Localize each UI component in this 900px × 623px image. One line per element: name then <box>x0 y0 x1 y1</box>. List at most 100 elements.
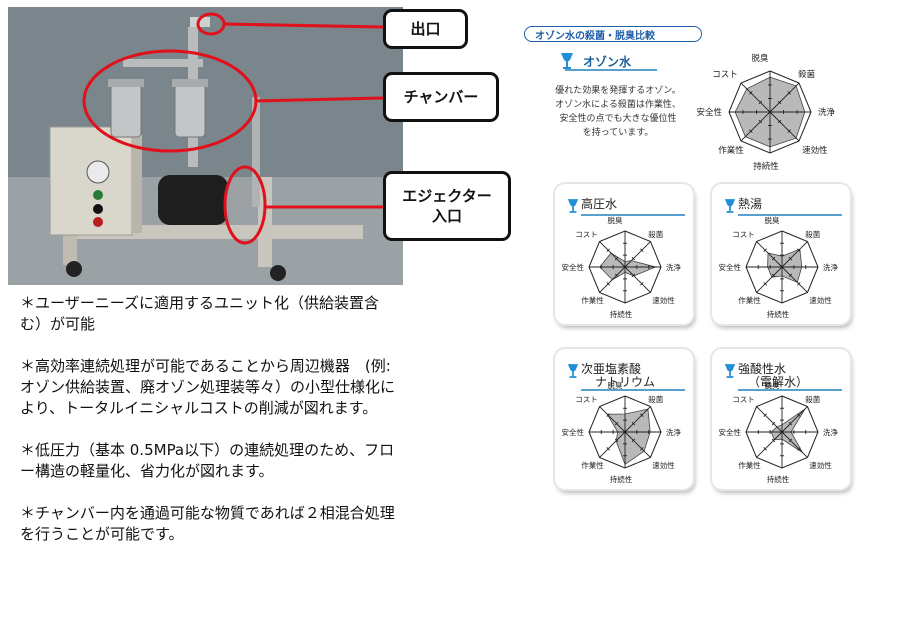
radar-tick <box>771 273 776 278</box>
card-title-line: ナトリウム <box>595 375 656 389</box>
radar-axis-label: 殺菌 <box>805 394 820 404</box>
feature-item-unit: ＊ユーザーニーズに適用するユニット化（供給装置含む）が可能 <box>20 294 379 333</box>
radar-tick <box>758 100 763 105</box>
outlet-callout: 出口 <box>383 9 468 49</box>
ozone-desc-line: を持っています。 <box>582 128 654 138</box>
card-title-line: （電解水） <box>748 375 809 389</box>
radar-axis-label: 作業性 <box>738 295 761 305</box>
radar-tick <box>797 282 801 286</box>
radar-axis-label: 洗浄 <box>823 262 838 272</box>
card-title: 強酸性水 （電解水） <box>738 363 842 391</box>
radar-axis-label: 殺菌 <box>798 69 815 80</box>
feature-item-low-pressure: ＊低圧力（基本 0.5MPa以下）の連続処理のため、フロー構造の軽量化、省力化が… <box>20 441 395 480</box>
card-title-text: 熱湯 <box>738 197 763 211</box>
card-sodium-hypochlorite: 次亜塩素酸 ナトリウム 脱臭殺菌洗浄速効性持続性作業性安全性コスト <box>555 349 693 489</box>
radar-spoke <box>740 82 771 113</box>
radar-axis-label: 脱臭 <box>608 380 623 390</box>
radar-spoke <box>599 266 626 293</box>
radar-axis-label: 持続性 <box>753 161 779 172</box>
radar-axis-label: 殺菌 <box>648 394 663 404</box>
radar-tick <box>614 256 619 261</box>
radar-axis-label: 安全性 <box>562 262 585 272</box>
card-title-text: 高圧水 <box>581 197 618 211</box>
card-title: 高圧水 <box>581 198 685 216</box>
ozone-water-title-text: オゾン水 <box>583 55 632 69</box>
radar-spoke <box>599 431 626 458</box>
feature-list: ＊ユーザーニーズに適用するユニット化（供給装置含む）が可能 ＊高効率連続処理が可… <box>20 293 400 566</box>
radar-spoke <box>599 406 626 433</box>
radar-axis-label: 速効性 <box>652 295 675 305</box>
radar-value-polygon <box>767 248 803 283</box>
radar-spoke <box>769 111 800 142</box>
radar-axis-label: 作業性 <box>581 295 604 305</box>
radar-axis-label: 持続性 <box>767 474 790 484</box>
radar-axis-label: 速効性 <box>809 295 832 305</box>
radar-spoke <box>624 406 651 433</box>
radar-tick <box>631 273 636 278</box>
radar-axis-label: コスト <box>732 395 755 404</box>
equipment-photo <box>8 7 403 285</box>
ozone-desc-line: オゾン水による殺菌は作業性、 <box>555 100 681 110</box>
radar-axis-label: 持続性 <box>610 474 633 484</box>
radar-axis-label: コスト <box>712 70 738 80</box>
radar-axis-label: コスト <box>575 230 598 239</box>
radar-tick <box>614 438 619 443</box>
radar-tick <box>797 248 801 252</box>
radar-spoke <box>624 431 651 458</box>
feature-item-efficiency: ＊高効率連続処理が可能であることから周辺機器 (例:オゾン供給装置、廃オゾン処理… <box>20 357 396 417</box>
radar-tick <box>763 282 767 286</box>
radar-spoke <box>756 406 783 433</box>
radar-axis-label: 作業性 <box>581 460 604 470</box>
radar-tick <box>771 421 776 426</box>
radar-tick <box>771 256 776 261</box>
radar-tick <box>788 256 793 261</box>
radar-axis-label: 殺菌 <box>648 229 663 239</box>
ejector-inlet-callout: エジェクター 入口 <box>383 171 511 241</box>
radar-tick <box>771 438 776 443</box>
card-high-pressure-water: 高圧水 脱臭殺菌洗浄速効性持続性作業性安全性コスト <box>555 184 693 324</box>
radar-tick <box>788 438 793 443</box>
radar-axis-label: 脱臭 <box>608 215 623 225</box>
inlet-label: 入口 <box>431 207 462 225</box>
radar-axis-label: 持続性 <box>767 309 790 319</box>
chamber-callout: チャンバー <box>383 72 499 122</box>
wine-glass-icon <box>567 364 579 378</box>
card-title: 熱湯 <box>738 198 842 216</box>
radar-spoke <box>769 82 800 113</box>
radar-spoke <box>756 266 783 293</box>
comparison-header-text: オゾン水の殺菌・脱臭比較 <box>535 30 655 42</box>
radar-axis-label: 持続性 <box>610 309 633 319</box>
radar-tick <box>606 248 610 252</box>
radar-tick <box>797 413 801 417</box>
radar-spoke <box>781 406 808 433</box>
radar-axis-label: 洗浄 <box>823 427 838 437</box>
card-hot-water: 熱湯 脱臭殺菌洗浄速効性持続性作業性安全性コスト <box>712 184 850 324</box>
radar-tick <box>788 421 793 426</box>
wine-glass-icon <box>561 53 573 69</box>
radar-tick <box>614 273 619 278</box>
radar-axis-label: 洗浄 <box>818 107 836 118</box>
radar-spoke <box>624 266 651 293</box>
radar-spoke <box>756 431 783 458</box>
card-strong-acid-water: 強酸性水 （電解水） 脱臭殺菌洗浄速効性持続性作業性安全性コスト <box>712 349 850 489</box>
radar-tick <box>797 447 801 451</box>
radar-tick <box>758 119 763 124</box>
radar-value-polygon <box>770 408 806 453</box>
radar-spoke <box>624 241 651 268</box>
card-title-line: 次亜塩素酸 <box>581 362 642 376</box>
wine-glass-icon <box>567 199 579 213</box>
radar-tick <box>631 421 636 426</box>
radar-tick <box>749 129 753 133</box>
radar-tick <box>777 119 782 124</box>
radar-tick <box>606 447 610 451</box>
radar-tick <box>787 91 791 95</box>
radar-axis-label: 速効性 <box>809 460 832 470</box>
radar-value-polygon <box>599 252 657 281</box>
radar-tick <box>614 421 619 426</box>
radar-axis-label: 安全性 <box>719 427 742 437</box>
radar-tick <box>763 447 767 451</box>
radar-tick <box>640 248 644 252</box>
